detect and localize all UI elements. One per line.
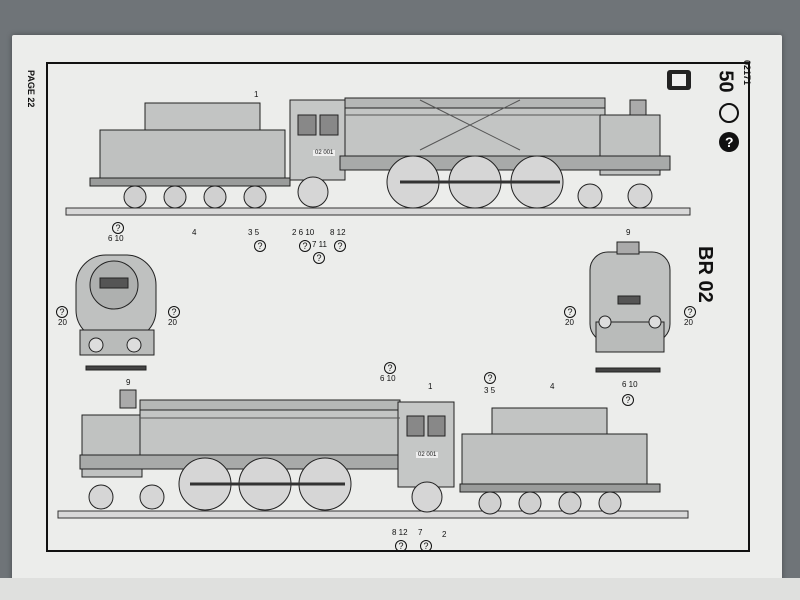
callout-front-20-right: 20 — [168, 318, 177, 327]
paint-can-icon — [667, 70, 691, 90]
callout-front-6-10: 6 10 — [108, 234, 124, 243]
help-marker: ? — [112, 222, 124, 234]
help-marker: ? — [684, 306, 696, 318]
glue-icon — [719, 103, 739, 123]
bottom-side-view — [57, 389, 689, 519]
callout-part-2-bottom: 2 — [442, 530, 447, 539]
callout-part-4: 4 — [192, 228, 197, 237]
svg-text:?: ? — [725, 134, 734, 150]
help-marker: ? — [334, 240, 346, 252]
help-marker: ? — [168, 306, 180, 318]
callout-bottom-3-5: 3 5 — [484, 386, 496, 395]
help-marker: ? — [395, 540, 407, 552]
help-marker: ? — [622, 394, 634, 406]
help-icon — [719, 132, 739, 152]
callout-part-9-bottom: 9 — [126, 378, 131, 387]
callout-parts-7-11: 7 11 — [312, 240, 327, 249]
help-marker: ? — [384, 362, 396, 374]
help-marker: ? — [313, 252, 325, 264]
callout-part-4-bottom: 4 — [550, 382, 555, 391]
sheet-lower-edge — [0, 578, 800, 600]
callout-parts-8-12: 8 12 — [330, 228, 346, 237]
rear-view — [589, 241, 671, 373]
help-marker: ? — [420, 540, 432, 552]
help-marker: ? — [564, 306, 576, 318]
callout-parts-3-5: 3 5 — [248, 228, 260, 237]
callout-part-9-top: 9 — [626, 228, 631, 237]
callout-rear-6-10: 6 10 — [622, 380, 638, 389]
callout-front-20-left: 20 — [58, 318, 67, 327]
callout-rear-20-right: 20 — [684, 318, 693, 327]
callout-bottom-6-10: 6 10 — [380, 374, 396, 383]
callout-part-7-bottom: 7 — [418, 528, 423, 537]
help-marker: ? — [254, 240, 266, 252]
loco-number-plate-top: 02 001 — [313, 150, 336, 156]
front-view — [75, 254, 157, 371]
callout-part-1: 1 — [254, 90, 259, 99]
callout-parts-2-6-10: 2 6 10 — [292, 228, 315, 237]
top-side-view — [65, 97, 691, 216]
help-marker: ? — [56, 306, 68, 318]
loco-number-plate-bottom: 02 001 — [416, 452, 439, 458]
help-marker: ? — [299, 240, 311, 252]
callout-bottom-8-12: 8 12 — [392, 528, 408, 537]
help-marker: ? — [484, 372, 496, 384]
callout-rear-20-left: 20 — [565, 318, 574, 327]
callout-part-1-bottom: 1 — [428, 382, 433, 391]
